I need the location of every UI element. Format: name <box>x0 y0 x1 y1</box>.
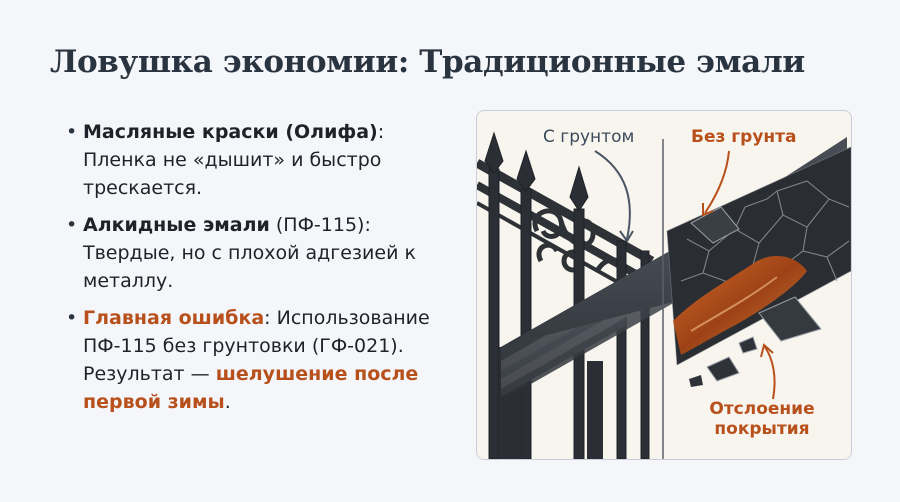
bullet-separator: : <box>264 307 271 329</box>
bullet-separator: : <box>377 121 385 143</box>
label-without-primer: Без грунта <box>691 127 797 147</box>
label-with-primer: С грунтом <box>543 127 635 147</box>
arrow-peeling <box>760 343 776 400</box>
bullet-end: . <box>224 391 231 413</box>
arrow-without-primer <box>702 150 730 217</box>
slide-title: Ловушка экономии: Традиционные эмали <box>50 44 805 80</box>
label-peeling: Отслоение покрытия <box>709 399 815 439</box>
painted-bar-unprimed <box>666 146 851 387</box>
bullet-term: Масляные краски (Олифа) <box>83 121 378 143</box>
bullet-term: Главная ошибка <box>83 307 265 329</box>
bullet-main-mistake: Главная ошибка: Использование ПФ-115 без… <box>66 304 438 416</box>
bullet-oil-paints: Масляные краски (Олифа): Пленка не «дышит… <box>66 118 438 202</box>
paint-flake <box>738 336 758 354</box>
painted-bar-primed <box>501 137 847 401</box>
bullet-text: Твердые, но с плохой адгезией к металлу. <box>83 242 416 292</box>
bullet-term: Алкидные эмали <box>83 214 270 236</box>
bullet-list: Масляные краски (Олифа): Пленка не «дышит… <box>66 118 438 425</box>
paint-flake <box>758 296 822 342</box>
bullet-text: Использование ПФ-115 без грунтовки (ГФ-0… <box>83 307 430 385</box>
bullet-term-rest: (ПФ-115): <box>269 214 371 236</box>
paint-flake <box>706 356 740 382</box>
bullet-highlight: шелушение после первой зимы <box>83 363 419 413</box>
bullet-alkyd-enamels: Алкидные эмали (ПФ-115): Твердые, но с пл… <box>66 211 438 295</box>
fence-illustration: С грунтом Без грунта Отслоение покрытия <box>476 110 852 460</box>
bullet-text: Пленка не «дышит» и быстро трескается. <box>83 149 382 199</box>
arrow-with-primer <box>594 150 634 243</box>
fence-drawing <box>477 131 851 459</box>
paint-flake <box>689 375 703 387</box>
